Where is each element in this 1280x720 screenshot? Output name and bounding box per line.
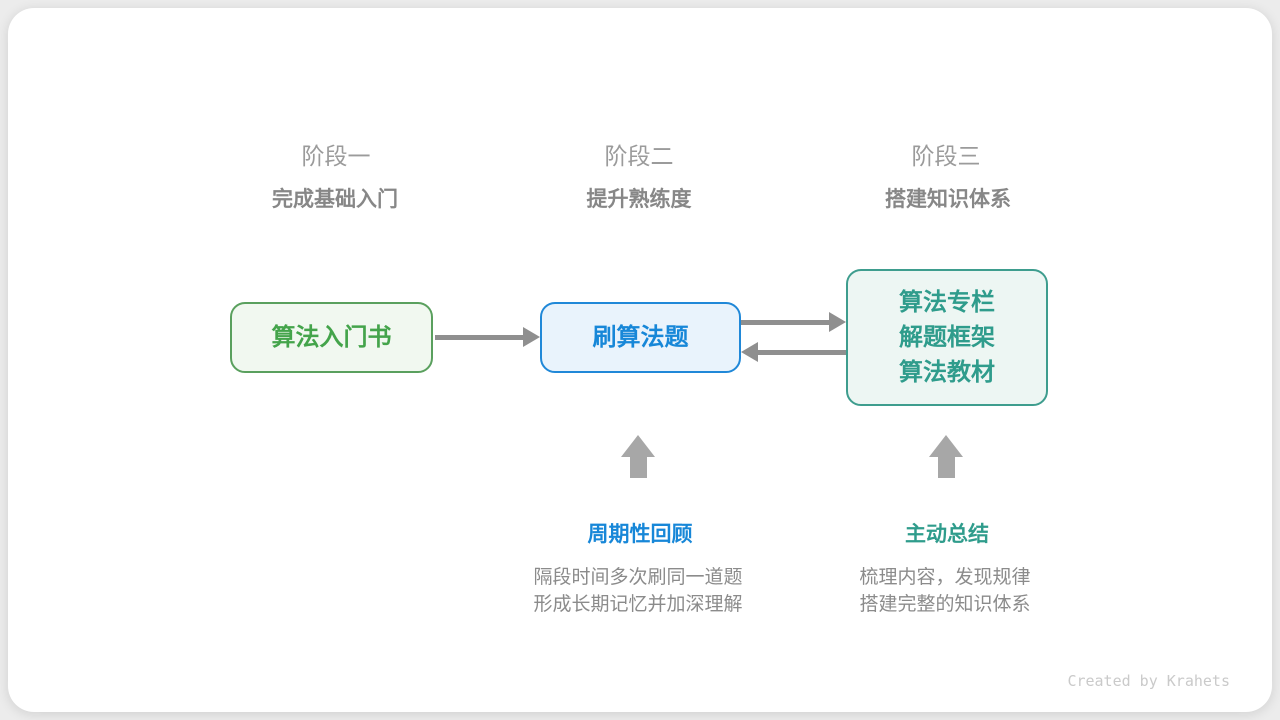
- diagram-card: 阶段一 完成基础入门 阶段二 提升熟练度 阶段三 搭建知识体系 算法入门书 刷算…: [8, 8, 1272, 712]
- up-arrow-head: [929, 435, 963, 457]
- annotation-line: 搭建完整的知识体系: [859, 594, 1031, 615]
- node-resource-textbook-label: 算法教材: [899, 359, 995, 386]
- stage-1-label: 阶段一: [301, 143, 371, 169]
- arrow-shaft: [755, 350, 846, 355]
- node-resource-framework-label: 解题框架: [899, 324, 995, 351]
- node-intro-book: 算法入门书: [230, 302, 433, 373]
- arrow-head-left-icon: [741, 342, 758, 362]
- stage-3-label: 阶段三: [911, 143, 981, 169]
- annotation-line: 梳理内容，发现规律: [859, 567, 1031, 588]
- arrow-shaft: [741, 320, 832, 325]
- arrow-shaft: [435, 335, 526, 340]
- up-arrow-icon: [621, 435, 655, 478]
- annotation-active-summary-description: 梳理内容，发现规律 搭建完整的知识体系: [859, 564, 1030, 618]
- arrow-head-right-icon: [523, 327, 540, 347]
- annotation-periodic-review-description: 隔段时间多次刷同一道题 形成长期记忆并加深理解: [533, 564, 742, 618]
- arrow-head-right-icon: [829, 312, 846, 332]
- node-practice-problems-label: 刷算法题: [592, 324, 689, 351]
- stage-2-subtitle: 提升熟练度: [586, 188, 692, 211]
- node-practice-problems: 刷算法题: [540, 302, 741, 373]
- up-arrow-icon: [929, 435, 963, 478]
- annotation-line: 隔段时间多次刷同一道题: [533, 567, 743, 588]
- annotation-active-summary-title: 主动总结: [905, 523, 989, 546]
- stage-3-subtitle: 搭建知识体系: [885, 188, 1011, 211]
- annotation-line: 形成长期记忆并加深理解: [533, 594, 743, 615]
- stage-1-subtitle: 完成基础入门: [272, 188, 398, 211]
- node-knowledge-resources: 算法专栏 解题框架 算法教材: [846, 269, 1048, 406]
- node-intro-book-label: 算法入门书: [271, 324, 392, 351]
- arrow-node2-to-node3: [741, 312, 846, 332]
- arrow-node3-to-node2: [741, 342, 846, 362]
- node-resource-column-label: 算法专栏: [899, 289, 995, 316]
- annotation-periodic-review-title: 周期性回顾: [587, 523, 693, 546]
- footer-credit: Created by Krahets: [1067, 672, 1230, 690]
- up-arrow-stem: [629, 457, 647, 478]
- stage-2-label: 阶段二: [604, 143, 674, 169]
- arrow-node1-to-node2: [435, 327, 540, 347]
- up-arrow-head: [621, 435, 655, 457]
- up-arrow-stem: [937, 457, 955, 478]
